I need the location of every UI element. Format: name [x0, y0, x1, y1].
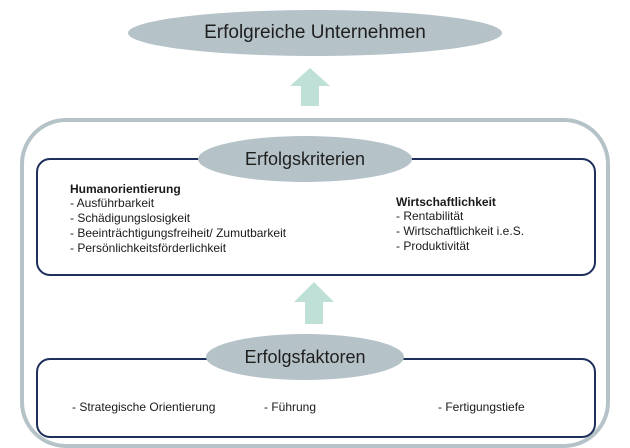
list-item: - Beeinträchtigungsfreiheit/ Zumutbarkei…: [70, 226, 287, 240]
factors-ellipse: Erfolgsfaktoren: [206, 334, 404, 380]
list-item: - Produktivität: [396, 239, 470, 253]
list-item: - Rentabilität: [396, 209, 464, 223]
list-item: - Strategische Orientierung: [72, 400, 216, 414]
criteria-ellipse: Erfolgskriterien: [198, 136, 412, 182]
list-item: - Ausführbarkeit: [70, 196, 155, 210]
economic-heading: Wirtschaftlichkeit: [396, 195, 496, 209]
arrow-up-icon: [290, 68, 330, 106]
economic-group: Wirtschaftlichkeit - Rentabilität - Wirt…: [396, 195, 524, 254]
goal-title: Erfolgreiche Unternehmen: [204, 22, 426, 43]
list-item: - Schädigungslosigkeit: [70, 211, 191, 225]
list-item: - Persönlichkeitsförderlichkeit: [70, 241, 227, 255]
arrow-up-icon: [294, 282, 334, 324]
human-orientation-group: Humanorientierung - Ausführbarkeit - Sch…: [70, 182, 286, 256]
list-item: - Fertigungstiefe: [438, 400, 525, 414]
list-item: - Führung: [264, 400, 317, 414]
list-item: - Wirtschaftlichkeit i.e.S.: [396, 224, 525, 238]
criteria-title: Erfolgskriterien: [244, 148, 366, 169]
factors-title: Erfolgsfaktoren: [244, 346, 366, 367]
human-orientation-heading: Humanorientierung: [70, 182, 181, 196]
goal-ellipse: Erfolgreiche Unternehmen: [128, 10, 502, 56]
